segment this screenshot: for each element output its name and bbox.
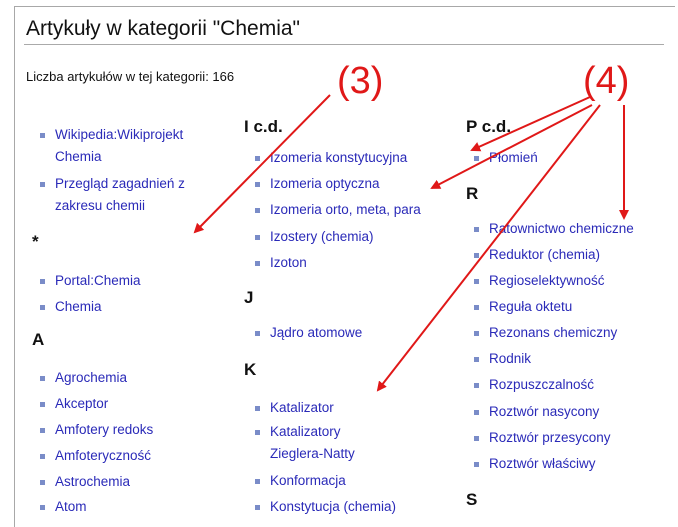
- bullet-icon: [474, 357, 479, 362]
- list-item-rezonans[interactable]: Rezonans chemiczny: [474, 322, 617, 344]
- article-count: Liczba artykułów w tej kategorii: 166: [26, 69, 235, 84]
- bullet-icon: [40, 480, 45, 485]
- bullet-icon: [474, 253, 479, 258]
- list-item-izomeria-optyczna[interactable]: Izomeria optyczna: [255, 173, 380, 195]
- bullet-icon: [40, 133, 45, 138]
- bullet-icon: [40, 428, 45, 433]
- list-item-jadro-atomowe[interactable]: Jądro atomowe: [255, 322, 362, 344]
- heading-j: J: [244, 288, 254, 307]
- list-item-plomien[interactable]: Płomień: [474, 147, 538, 169]
- bullet-icon: [255, 208, 260, 213]
- list-item-portal-chemia[interactable]: Portal:Chemia: [40, 270, 141, 292]
- page-title: Artykuły w kategorii "Chemia": [26, 17, 300, 40]
- heading-r: R: [466, 184, 479, 203]
- list-item-konformacja[interactable]: Konformacja: [255, 470, 346, 492]
- bullet-icon: [474, 462, 479, 467]
- heading-s: S: [466, 490, 478, 509]
- list-item-roztwor-przesycony[interactable]: Roztwór przesycony: [474, 427, 611, 449]
- list-item-akceptor[interactable]: Akceptor: [40, 393, 108, 415]
- bullet-icon: [474, 410, 479, 415]
- bullet-icon: [40, 305, 45, 310]
- list-item-rozpuszczalnosc[interactable]: Rozpuszczalność: [474, 374, 594, 396]
- list-item-izomeria-orto[interactable]: Izomeria orto, meta, para: [255, 199, 421, 221]
- bullet-icon: [255, 261, 260, 266]
- list-item-amfoterycznosc[interactable]: Amfoteryczność: [40, 445, 151, 467]
- bullet-icon: [474, 279, 479, 284]
- bullet-icon: [255, 406, 260, 411]
- list-item-regioselektywnosc[interactable]: Regioselektywność: [474, 270, 605, 292]
- heading-star: *: [32, 232, 39, 251]
- list-item-izoton[interactable]: Izoton: [255, 252, 307, 274]
- heading-i-cd: I c.d.: [244, 117, 283, 136]
- heading-a: A: [32, 330, 45, 349]
- heading-p-cd: P c.d.: [466, 117, 512, 136]
- bullet-icon: [474, 331, 479, 336]
- title-divider: [24, 44, 664, 45]
- list-item-przeglad[interactable]: Przegląd zagadnień z zakresu chemii: [40, 173, 185, 217]
- callout-4: (4): [583, 60, 630, 102]
- list-item-regula-oktetu[interactable]: Reguła oktetu: [474, 296, 572, 318]
- bullet-icon: [474, 156, 479, 161]
- bullet-icon: [40, 376, 45, 381]
- list-item-katalizatory-zieglera[interactable]: Katalizatory Zieglera-Natty: [255, 421, 355, 465]
- bullet-icon: [255, 156, 260, 161]
- bullet-icon: [40, 279, 45, 284]
- list-item-chemia[interactable]: Chemia: [40, 296, 102, 318]
- bullet-icon: [255, 235, 260, 240]
- heading-k: K: [244, 360, 257, 379]
- list-item-atom[interactable]: Atom: [40, 496, 87, 518]
- list-item-wikiprojekt[interactable]: Wikipedia:Wikiprojekt Chemia: [40, 124, 183, 168]
- list-item-reduktor[interactable]: Reduktor (chemia): [474, 244, 600, 266]
- bullet-icon: [474, 436, 479, 441]
- bullet-icon: [255, 430, 260, 435]
- list-item-agrochemia[interactable]: Agrochemia: [40, 367, 127, 389]
- list-item-izostery[interactable]: Izostery (chemia): [255, 226, 374, 248]
- bullet-icon: [474, 227, 479, 232]
- bullet-icon: [40, 454, 45, 459]
- bullet-icon: [40, 182, 45, 187]
- list-item-konstytucja[interactable]: Konstytucja (chemia): [255, 496, 396, 518]
- callout-3: (3): [337, 60, 384, 102]
- list-item-rodnik[interactable]: Rodnik: [474, 348, 531, 370]
- list-item-izomeria-konstytucyjna[interactable]: Izomeria konstytucyjna: [255, 147, 407, 169]
- list-item-roztwor-wlasciwy[interactable]: Roztwór właściwy: [474, 453, 596, 475]
- bullet-icon: [474, 305, 479, 310]
- bullet-icon: [255, 182, 260, 187]
- bullet-icon: [474, 383, 479, 388]
- bullet-icon: [255, 505, 260, 510]
- bullet-icon: [255, 479, 260, 484]
- list-item-amfotery-redoks[interactable]: Amfotery redoks: [40, 419, 153, 441]
- list-item-ratownictwo[interactable]: Ratownictwo chemiczne: [474, 218, 634, 240]
- list-item-roztwor-nasycony[interactable]: Roztwór nasycony: [474, 401, 599, 423]
- bullet-icon: [255, 331, 260, 336]
- list-item-katalizator[interactable]: Katalizator: [255, 397, 334, 419]
- list-item-astrochemia[interactable]: Astrochemia: [40, 471, 130, 493]
- bullet-icon: [40, 402, 45, 407]
- bullet-icon: [40, 505, 45, 510]
